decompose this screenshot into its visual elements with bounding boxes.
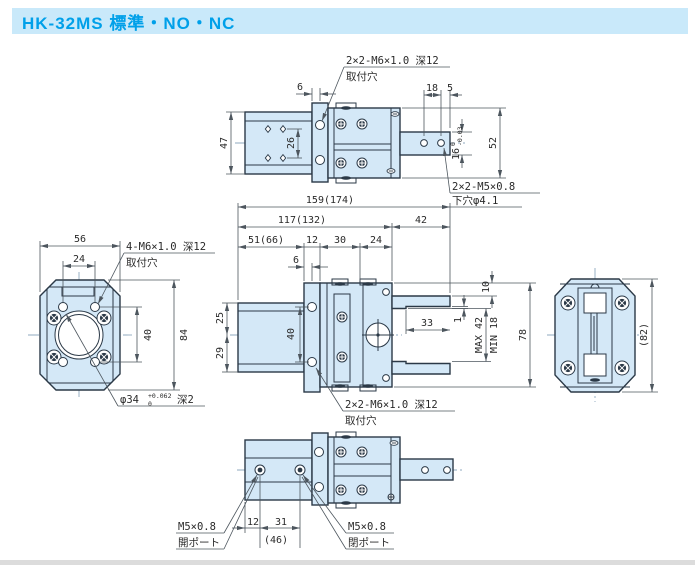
callout-front-mount: 2×2-M6×1.0 深12 取付穴 [315,367,455,427]
bore-dia-label: φ34 [120,394,139,406]
dim-16-tol-upper: 0 [449,142,457,146]
page-bottom-edge [0,560,695,565]
callout-top-mount-line1: 2×2-M6×1.0 深12 [346,55,439,67]
mount-flange [311,432,329,506]
dim-26-label: 26 [286,137,297,149]
dim-24: 24 [62,254,96,302]
callout-front-mount-line2: 取付穴 [345,414,377,427]
dim-12-31-46: 12 31 (46) [232,476,301,548]
dim-84-label: 84 [179,329,190,341]
dim-33-label: 33 [421,318,433,329]
dim-30-label: 30 [334,235,346,246]
dim-52: 52 [402,107,506,179]
dim-51-label: 51(66) [248,235,284,246]
dim-40-label: 40 [286,328,297,340]
dim-5-label: 5 [447,83,453,94]
dim-12-label: 12 [306,235,318,246]
top-jaw [391,295,451,310]
dim-47-label: 47 [219,137,230,149]
dim-24-label: 24 [73,254,85,265]
dim-10: 10 [394,271,536,308]
dim-33: 33 [405,310,450,334]
bore-depth-label: 深2 [177,394,194,406]
callout-top-pilot-line1: 2×2-M5×0.8 [452,181,515,193]
mount-flange [311,102,329,183]
callout-close-port: M5×0.8 閉ポート [301,474,394,550]
cylinder-body [237,302,305,373]
front-view: 159(174) 117(132) 42 51(66) 12 30 24 6 [215,195,536,427]
dim-82-label: (82) [639,323,650,347]
page-title: HK-32MS 標準・NO・NC [22,13,236,33]
dim-29-label: 29 [215,347,226,359]
dim-6: 6 [296,82,336,101]
head-octagon [554,278,636,393]
dim-84: 84 [108,279,190,391]
dim-max-label: MAX 42 [474,317,485,353]
dim-max-min: MAX 42 MIN 18 [452,308,500,362]
dim-16-label: 16 [451,148,462,160]
dim-18-5: 18 5 [423,83,462,136]
close-port-line2: 閉ポート [348,537,390,549]
dim-82: (82) [622,278,658,393]
dim-46-label: (46) [264,535,288,546]
dim-52-label: 52 [488,137,499,149]
bottom-view: 12 31 (46) M5×0.8 開ポート M5×0.8 閉ポート [176,431,465,550]
dim-25-label: 25 [215,312,226,324]
dim-26: 26 [286,128,302,159]
dim-47: 47 [219,111,245,175]
close-port-line1: M5×0.8 [348,521,386,533]
mount-flange [303,282,321,393]
center-bore [54,310,104,360]
callout-top-mount-line2: 取付穴 [346,70,378,83]
dim-159-label: 159(174) [306,195,354,206]
callout-top-pilot-line2: 下穴φ4.1 [452,194,498,207]
bottom-jaw [391,360,451,375]
callout-left-mount: 4-M6×1.0 深12 取付穴 [97,241,215,305]
cylinder-body [244,111,313,175]
dim-78-label: 78 [518,329,529,341]
dim-chain-top: 159(174) 117(132) 42 51(66) 12 30 24 6 [237,195,451,300]
dim-6-label: 6 [297,82,303,93]
dim-16-tol-lower: -0.03 [456,126,464,146]
dim-40: 40 [100,306,154,363]
callout-left-mount-line2: 取付穴 [126,256,158,269]
dim-40-label: 40 [143,329,154,341]
dim-25-29: 25 29 [215,302,238,373]
dim-18-label: 18 [426,83,438,94]
top-view: 47 26 6 18 5 [219,55,540,208]
dim-56: 56 [39,234,121,292]
dim-42-label: 42 [415,215,427,226]
guide-strip [333,293,351,383]
callout-top-pilot: 2×2-M5×0.8 下穴φ4.1 [442,147,540,208]
jaw-channel [577,287,613,384]
right-view: (82) [547,268,658,402]
dim-6-label: 6 [293,255,299,266]
open-port-line1: M5×0.8 [178,521,216,533]
dim-78: 78 [394,283,536,388]
dim-1-label: 1 [453,317,464,323]
dim-40-front: 40 [286,306,309,363]
callout-top-mount: 2×2-M6×1.0 深12 取付穴 [321,55,450,122]
callout-left-bore: φ34 +0.062 0 深2 [65,313,205,408]
dim-12-label: 12 [247,517,259,528]
dim-24-label: 24 [370,235,382,246]
dim-31-label: 31 [275,517,287,528]
bore-tol-upper: +0.062 [148,392,172,400]
dim-56-label: 56 [74,234,86,245]
title-bar: HK-32MS 標準・NO・NC [12,8,688,34]
dim-10-label: 10 [481,281,492,293]
bore-tol-lower: 0 [148,400,152,408]
dim-min-label: MIN 18 [489,317,500,353]
dim-16-tol: 16 0 -0.03 [449,119,472,168]
callout-front-mount-line1: 2×2-M6×1.0 深12 [345,399,438,411]
dim-117-label: 117(132) [278,215,326,226]
callout-left-mount-line1: 4-M6×1.0 深12 [126,241,206,253]
open-port-line2: 開ポート [178,537,220,549]
left-view: 56 24 40 84 [28,234,215,408]
callout-open-port: M5×0.8 開ポート [176,474,259,550]
